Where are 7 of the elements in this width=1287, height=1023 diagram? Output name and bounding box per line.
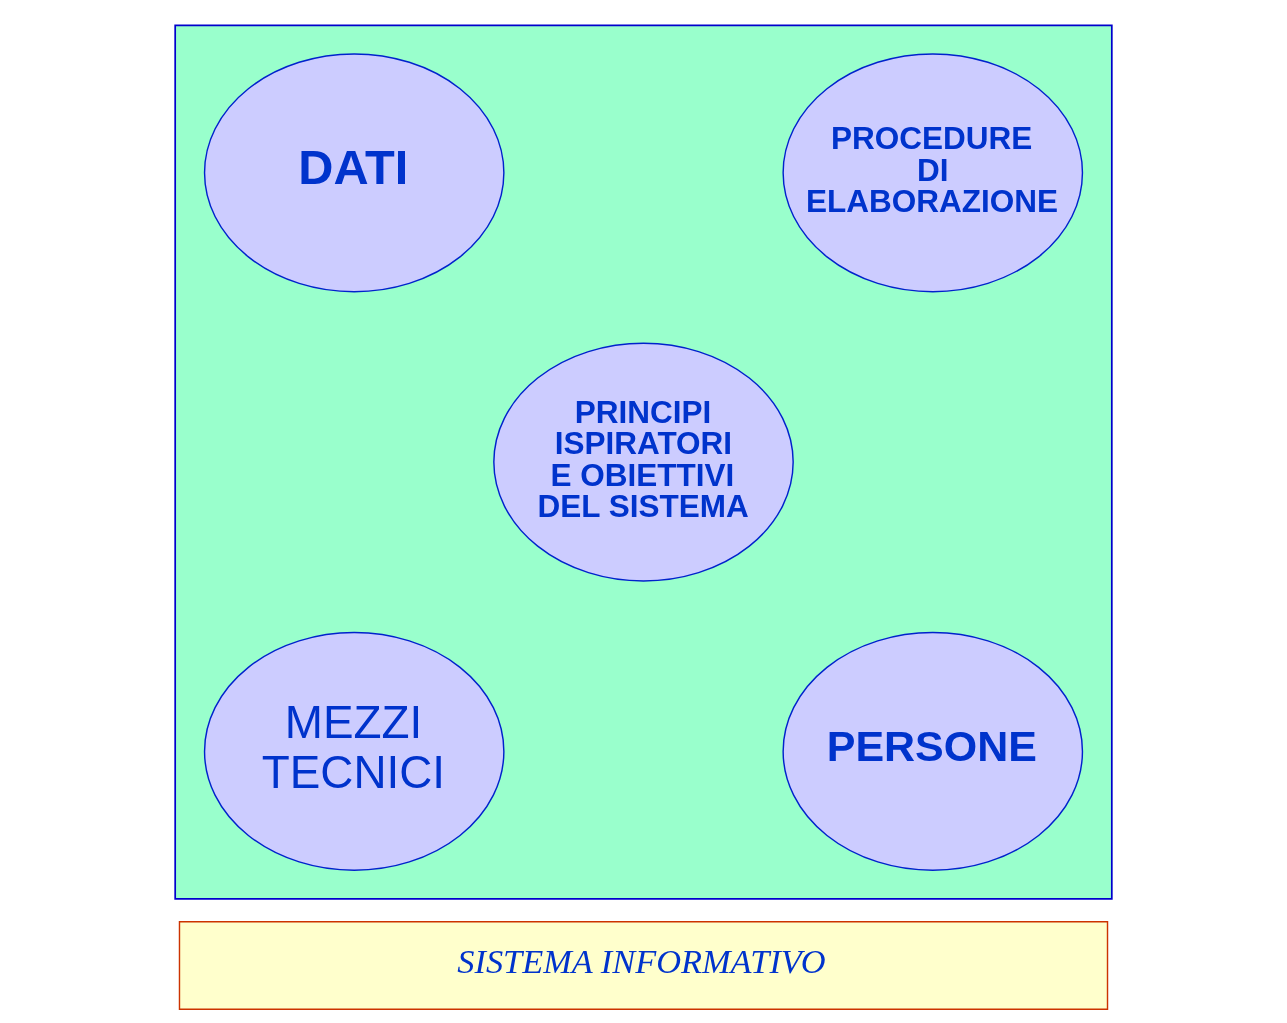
node-box: SISTEMA INFORMATIVO	[178, 921, 1109, 1010]
node-ellipse: DATI	[203, 53, 505, 293]
node-ellipse: MEZZI TECNICI	[203, 631, 505, 871]
cluster	[174, 24, 1113, 900]
node-ellipse: PERSONE	[782, 631, 1084, 871]
node-ellipse: PRINCIPI ISPIRATORI E OBIETTIVI DEL SISTEMA	[493, 342, 794, 582]
node-ellipse: PROCEDURE DI ELABORAZIONE	[782, 53, 1084, 293]
